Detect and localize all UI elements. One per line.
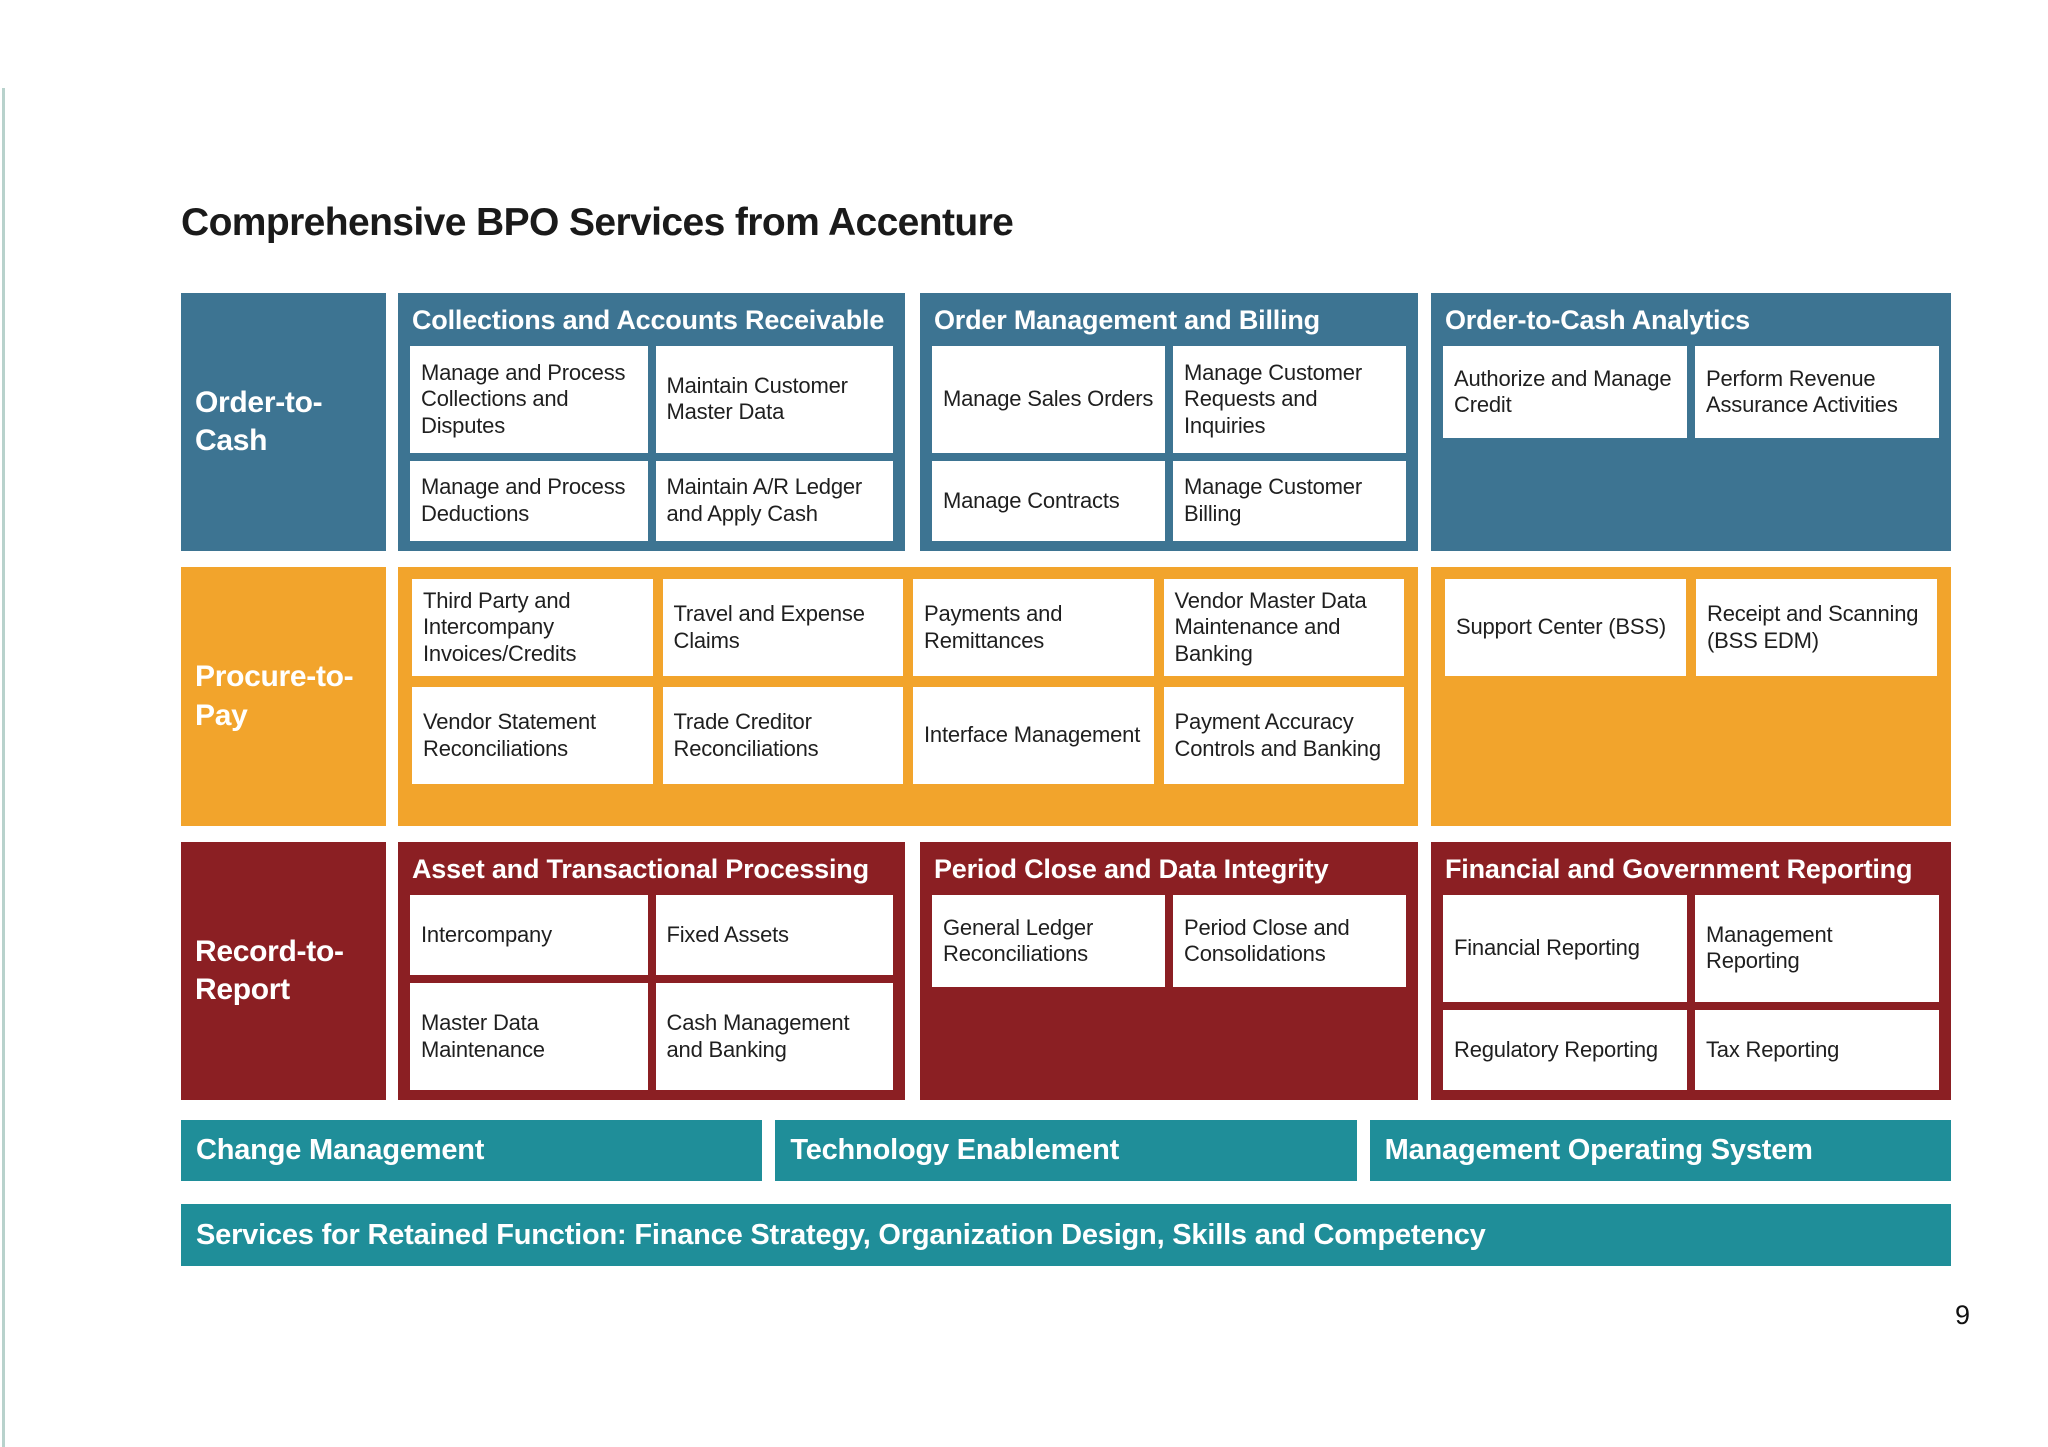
box-interface-management: Interface Management	[913, 687, 1154, 784]
section-collections-and-accounts-receivable: Collections and Accounts Receivable Mana…	[398, 293, 905, 551]
box-manage-process-deductions: Manage and Process Deductions	[410, 460, 648, 541]
box-vendor-statement-reconciliations: Vendor Statement Reconciliations	[412, 687, 653, 784]
cross-functional-bars: Change Management Technology Enablement …	[181, 1120, 1951, 1181]
row-label-order-to-cash: Order-to- Cash	[181, 293, 386, 551]
section-order-to-cash-analytics: Order-to-Cash Analytics Authorize and Ma…	[1431, 293, 1951, 551]
box-manage-sales-orders: Manage Sales Orders	[932, 346, 1165, 453]
section-boxes: General Ledger Reconciliations Period Cl…	[932, 895, 1406, 987]
row-label-line: Order-to-	[195, 385, 323, 419]
box-manage-process-collections-disputes: Manage and Process Collections and Dispu…	[410, 346, 648, 453]
section-boxes: Manage Sales Orders Manage Customer Requ…	[932, 346, 1406, 541]
section-boxes: Authorize and Manage Credit Perform Reve…	[1443, 346, 1939, 438]
box-travel-expense-claims: Travel and Expense Claims	[662, 579, 903, 676]
box-payment-accuracy-controls-banking: Payment Accuracy Controls and Banking	[1163, 687, 1404, 784]
row-label-procure-to-pay: Procure-to- Pay	[181, 567, 386, 826]
box-cash-management-banking: Cash Management and Banking	[655, 983, 893, 1090]
section-header: Collections and Accounts Receivable	[412, 305, 885, 335]
section-boxes: Manage and Process Collections and Dispu…	[410, 346, 893, 541]
left-accent-line	[2, 88, 5, 1447]
box-perform-revenue-assurance: Perform Revenue Assurance Activities	[1695, 346, 1939, 438]
box-maintain-customer-master-data: Maintain Customer Master Data	[655, 346, 893, 453]
box-fixed-assets: Fixed Assets	[655, 895, 893, 976]
box-payments-remittances: Payments and Remittances	[913, 579, 1154, 676]
box-support-center-bss: Support Center (BSS)	[1445, 579, 1686, 676]
box-authorize-manage-credit: Authorize and Manage Credit	[1443, 346, 1687, 438]
box-manage-contracts: Manage Contracts	[932, 460, 1165, 541]
box-intercompany: Intercompany	[410, 895, 648, 976]
page-number: 9	[1954, 1300, 1970, 1330]
box-master-data-maintenance: Master Data Maintenance	[410, 983, 648, 1090]
section-header: Order-to-Cash Analytics	[1445, 305, 1750, 335]
section-financial-government-reporting: Financial and Government Reporting Finan…	[1431, 842, 1951, 1100]
box-tax-reporting: Tax Reporting	[1695, 1009, 1939, 1090]
row-label-line: Cash	[195, 424, 268, 457]
section-boxes: Financial Reporting Management Reporting…	[1443, 895, 1939, 1090]
bar-management-operating-system: Management Operating System	[1369, 1120, 1951, 1181]
section-order-management-and-billing: Order Management and Billing Manage Sale…	[920, 293, 1418, 551]
section-header: Period Close and Data Integrity	[934, 854, 1329, 884]
box-trade-creditor-reconciliations: Trade Creditor Reconciliations	[662, 687, 903, 784]
band-record-to-report: Record-to- Report Asset and Transactiona…	[181, 842, 1951, 1100]
row-label-line: Record-to-	[195, 934, 344, 968]
box-manage-customer-billing: Manage Customer Billing	[1173, 460, 1406, 541]
box-third-party-intercompany-invoices: Third Party and Intercompany Invoices/Cr…	[412, 579, 653, 676]
section-boxes: Intercompany Fixed Assets Master Data Ma…	[410, 895, 893, 1090]
box-management-reporting: Management Reporting	[1695, 895, 1939, 1002]
bar-change-management: Change Management	[181, 1120, 763, 1181]
section-header: Asset and Transactional Processing	[412, 854, 869, 884]
row-label-line: Pay	[195, 698, 248, 732]
band-order-to-cash: Order-to- Cash Collections and Accounts …	[181, 293, 1951, 551]
band-procure-to-pay: Procure-to- Pay Third Party and Intercom…	[181, 567, 1951, 826]
box-receipt-scanning-bss-edm: Receipt and Scanning (BSS EDM)	[1696, 579, 1937, 676]
section-procure-to-pay-support: Support Center (BSS) Receipt and Scannin…	[1431, 567, 1951, 826]
section-header: Order Management and Billing	[934, 305, 1320, 335]
box-manage-customer-requests-inquiries: Manage Customer Requests and Inquiries	[1173, 346, 1406, 453]
box-period-close-consolidations: Period Close and Consolidations	[1173, 895, 1406, 987]
row-label-line: Procure-to-	[195, 660, 354, 694]
row-label-record-to-report: Record-to- Report	[181, 842, 386, 1100]
bar-services-retained-function: Services for Retained Function: Finance …	[181, 1204, 1951, 1266]
box-financial-reporting: Financial Reporting	[1443, 895, 1687, 1002]
row-label-line: Report	[195, 973, 290, 1006]
section-procure-to-pay-processing: Third Party and Intercompany Invoices/Cr…	[398, 567, 1418, 826]
box-regulatory-reporting: Regulatory Reporting	[1443, 1009, 1687, 1090]
section-asset-transactional-processing: Asset and Transactional Processing Inter…	[398, 842, 905, 1100]
box-maintain-ar-ledger-apply-cash: Maintain A/R Ledger and Apply Cash	[655, 460, 893, 541]
bpo-services-diagram: Order-to- Cash Collections and Accounts …	[181, 293, 1951, 1100]
box-vendor-master-data-maintenance-banking: Vendor Master Data Maintenance and Banki…	[1163, 579, 1404, 676]
page-title: Comprehensive BPO Services from Accentur…	[181, 201, 1014, 244]
section-period-close-data-integrity: Period Close and Data Integrity General …	[920, 842, 1418, 1100]
section-header: Financial and Government Reporting	[1445, 854, 1913, 884]
bar-technology-enablement: Technology Enablement	[775, 1120, 1357, 1181]
box-general-ledger-reconciliations: General Ledger Reconciliations	[932, 895, 1165, 987]
